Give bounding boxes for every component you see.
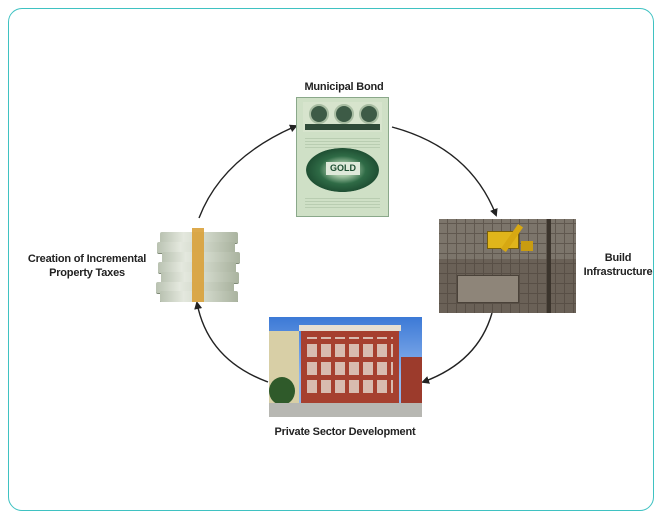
arrow-development-to-taxes (194, 301, 269, 383)
arrow-taxes-to-bond (198, 124, 298, 219)
incremental-property-taxes-label-line2: Property Taxes (49, 267, 125, 279)
private-development-building-image (269, 317, 422, 417)
incremental-property-taxes-label: Creation of Incremental Property Taxes (22, 252, 152, 280)
build-infrastructure-label-line1: Build (604, 252, 632, 264)
arrow-bond-to-build (391, 126, 498, 217)
arrow-build-to-development (421, 312, 493, 384)
construction-site-image (439, 219, 576, 313)
incremental-property-taxes-label-line1: Creation of Incremental (27, 253, 147, 265)
build-infrastructure-label: Build Infrastructure (578, 251, 658, 279)
private-sector-development-label: Private Sector Development (274, 426, 416, 438)
build-infrastructure-label-line2: Infrastructure (583, 266, 653, 278)
municipal-bond-label: Municipal Bond (304, 81, 384, 93)
cash-stack-image (154, 228, 244, 302)
municipal-bond-image: GOLD (296, 97, 389, 217)
bond-gold-text: GOLD (326, 162, 360, 175)
